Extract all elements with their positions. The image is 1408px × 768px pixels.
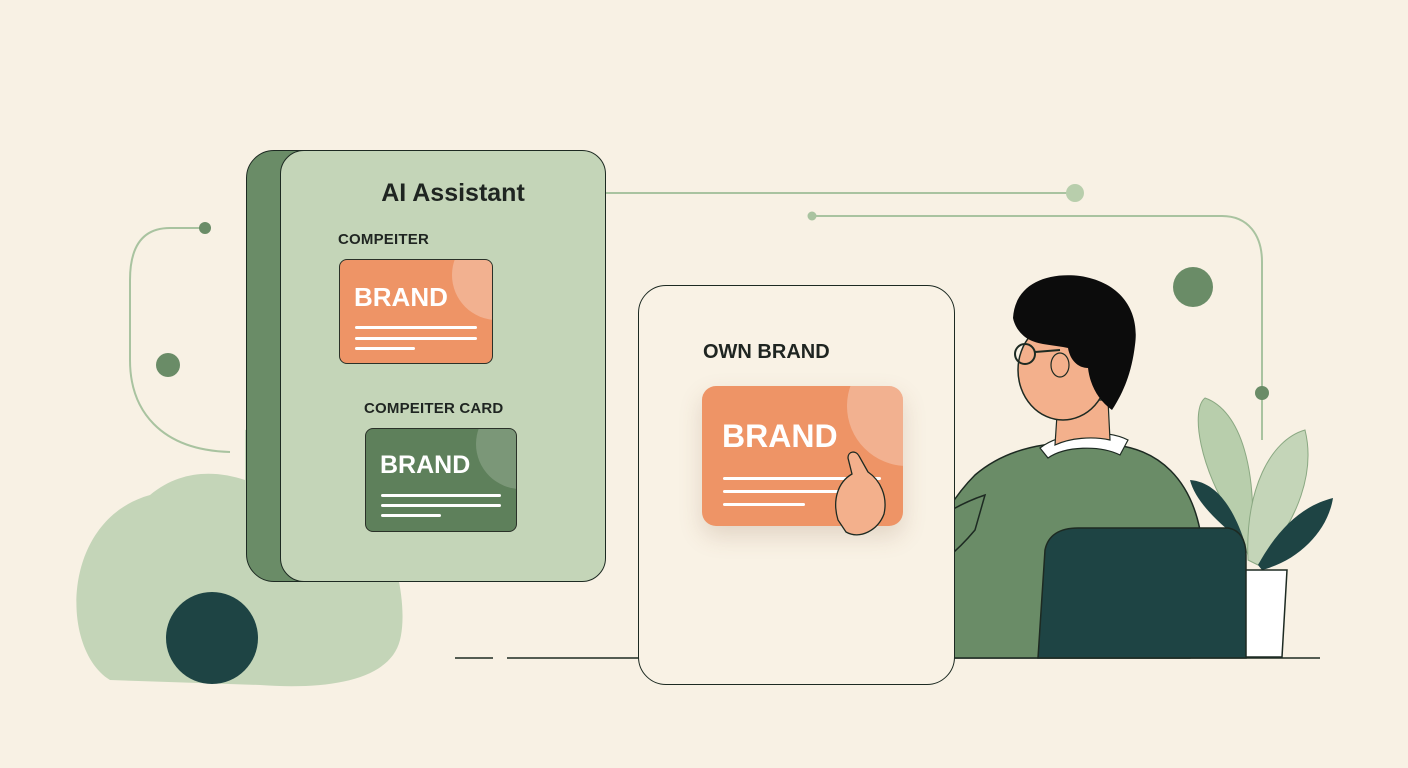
card-text-line [355,337,477,340]
own-brand-card[interactable]: BRAND [702,386,903,526]
card-gloss [452,260,492,320]
dark-circle-decoration [166,592,258,684]
card-text-line [381,504,501,507]
competitor-label: COMPEITER [338,231,429,248]
card-text-line [355,326,477,329]
competitor-card-label: COMPEITER CARD [364,400,504,417]
competitor-green-brand-text: BRAND [380,451,471,479]
card-text-line [723,477,881,480]
connector-dots [156,184,1269,400]
card-text-line [381,514,441,517]
own-brand-text: BRAND [722,418,838,454]
assistant-title: AI Assistant [381,179,525,207]
card-text-line [723,503,805,506]
card-text-line [381,494,501,497]
own-brand-label: OWN BRAND [703,341,830,363]
card-gloss [847,386,903,466]
competitor-green-brand-card[interactable]: BRAND [365,428,517,532]
competitor-brand-card[interactable]: BRAND [339,259,493,364]
card-text-line [355,347,415,350]
chair-illustration [1037,527,1247,659]
connector-lines [129,192,1263,453]
potted-plant [1190,397,1333,658]
card-gloss [476,429,516,489]
competitor-brand-text: BRAND [354,282,448,312]
ai-assistant-panel: AI Assistant COMPEITER BRAND COMPEITER C… [280,150,606,582]
card-text-line [723,490,881,493]
